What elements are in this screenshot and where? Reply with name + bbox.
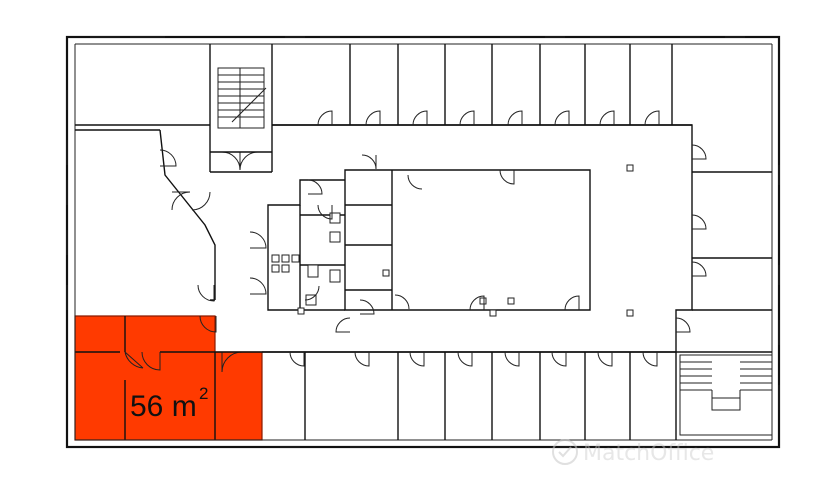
stair-core-west (210, 67, 272, 173)
matchoffice-logo-icon (552, 439, 578, 465)
area-unit-superscript: 2 (199, 384, 208, 403)
north-offices (75, 44, 692, 172)
stair-core-east (679, 354, 773, 436)
watermark: MatchOffice (552, 439, 714, 466)
doors (159, 110, 707, 367)
east-offices (676, 171, 772, 353)
area-value: 56 m (130, 390, 197, 423)
area-label: 56 m 2 (130, 384, 208, 423)
central-core (267, 164, 634, 317)
south-offices (262, 351, 677, 440)
watermark-text: MatchOffice (583, 441, 714, 466)
windows (66, 36, 780, 448)
